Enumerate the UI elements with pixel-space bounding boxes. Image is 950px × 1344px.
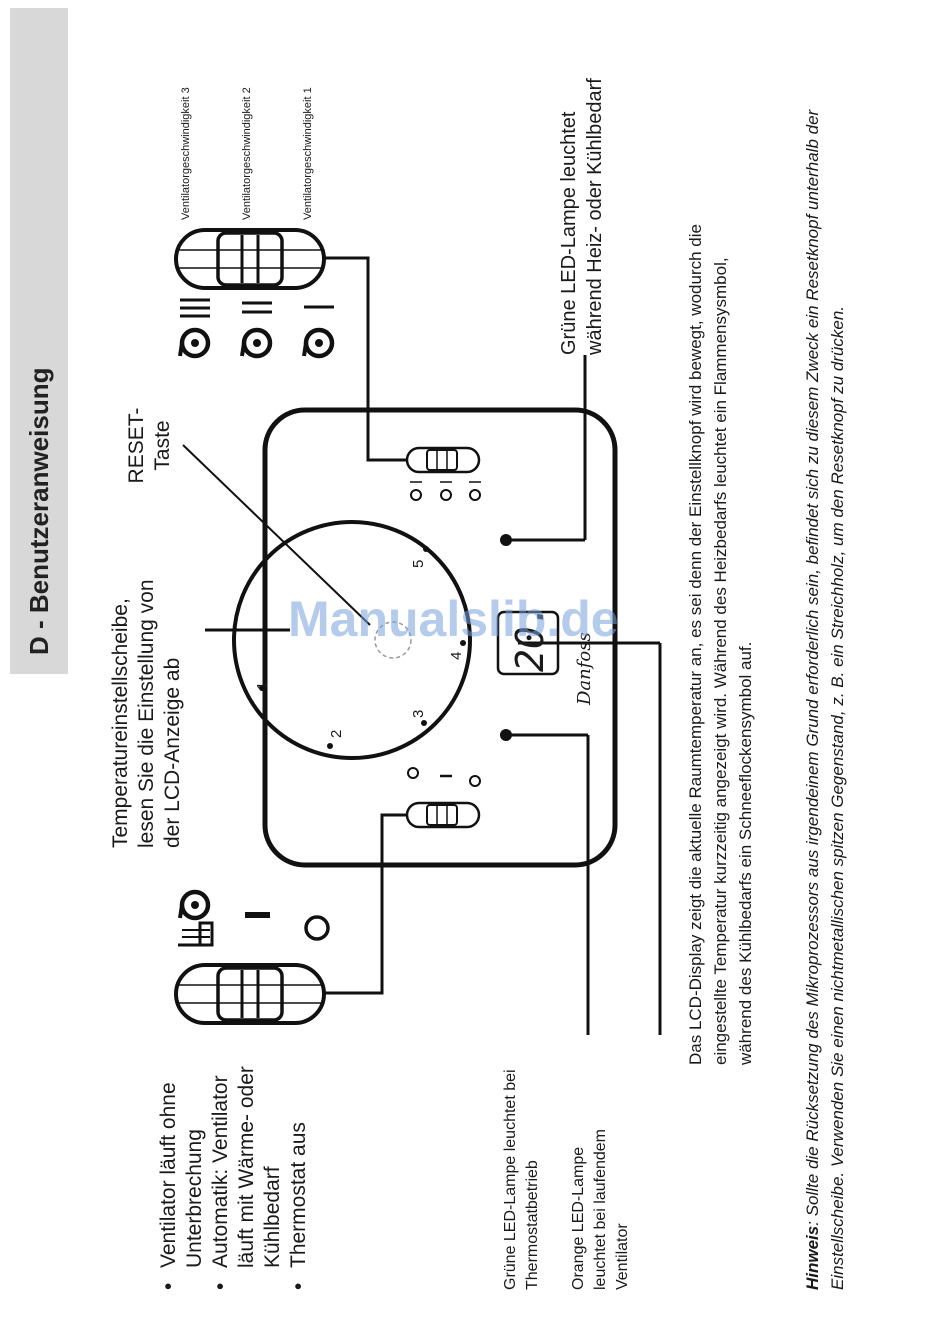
- dial-label: Temperatureinstellscheibe, lesen Sie die…: [109, 579, 184, 848]
- header-bar: [10, 8, 68, 674]
- speed-1-label: Ventilatorgeschwindigkeit 1: [302, 87, 314, 220]
- dial-number-4: 4: [448, 651, 465, 660]
- legend-item-off: Thermostat aus: [286, 1040, 312, 1290]
- hint-paragraph: Hinweis: Sollte die Rücksetzung des Mikr…: [800, 60, 850, 1290]
- dial-number-1: 1: [254, 681, 271, 690]
- speed-3-label: Ventilatorgeschwindigkeit 3: [180, 87, 192, 220]
- hint-text: : Sollte die Rücksetzung des Mikroprozes…: [803, 109, 847, 1290]
- manual-fan-icon: [178, 889, 214, 947]
- led-green-left-label: Grüne LED-Lampe leuchtet bei Thermostatb…: [502, 1069, 541, 1290]
- mode-slider: [174, 963, 326, 1025]
- fan-speed-1-icon: [302, 305, 335, 359]
- lcd-description: Das LCD-Display zeigt die aktuelle Raumt…: [686, 224, 755, 1065]
- reset-label: RESET- Taste: [125, 407, 174, 484]
- off-mode-icon: [304, 915, 330, 941]
- dial-number-2: 2: [328, 729, 345, 738]
- device-outline: [262, 407, 618, 868]
- reset-button: [374, 621, 412, 659]
- led-green-right-label: Grüne LED-Lampe leuchtet während Heiz- o…: [558, 78, 606, 355]
- fan-speed-slider: [174, 228, 326, 290]
- speed-2-label: Ventilatorgeschwindigkeit 2: [241, 87, 253, 220]
- dial-number-3: 3: [410, 709, 427, 718]
- legend-item-continuous: Ventilator läuft ohne Unterbrechung: [156, 1040, 208, 1290]
- led-orange-label: Orange LED-Lampe leuchtet bei laufendem …: [570, 1129, 631, 1290]
- temperature-dial: [232, 520, 472, 760]
- fan-speed-3-icon: [178, 298, 211, 359]
- legend-item-auto: Automatik: Ventilator läuft mit Wärme- o…: [208, 1040, 286, 1290]
- dial-number-5: 5: [410, 559, 427, 568]
- fan-speed-2-icon: [240, 301, 273, 359]
- hint-prefix: Hinweis: [803, 1225, 822, 1290]
- mode-legend: Ventilator läuft ohne Unterbrechung Auto…: [156, 1040, 312, 1290]
- watermark: Manualslib.de: [288, 591, 619, 647]
